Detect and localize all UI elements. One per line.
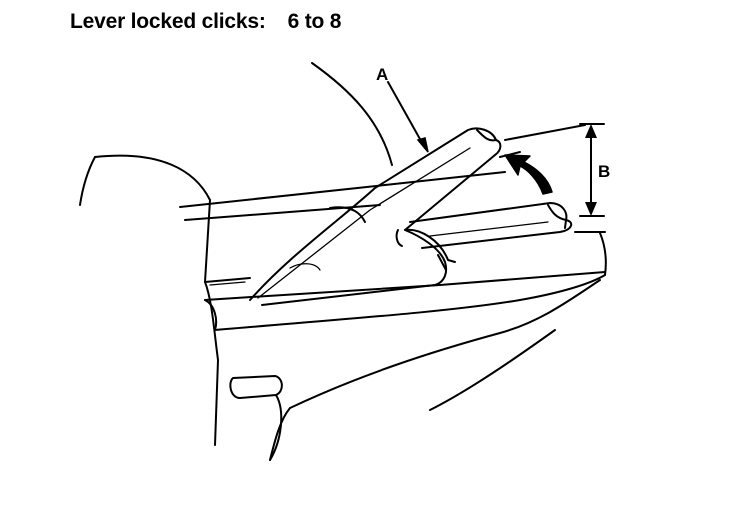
- caption-value: 6 to 8: [287, 10, 342, 33]
- seat-outline: [79, 154, 219, 446]
- raise-direction-arrow: [504, 154, 553, 195]
- callout-b-label: B: [598, 162, 610, 181]
- callout-a: A: [376, 65, 429, 153]
- rear-trim-line: [311, 62, 393, 166]
- lever-raised: [249, 127, 502, 306]
- lever-lowered: [404, 202, 573, 263]
- seat-belt-buckle: [229, 375, 291, 461]
- console-trim: [499, 124, 607, 276]
- caption-label: Lever locked clicks:: [70, 10, 266, 33]
- console-upper-rail: [179, 171, 506, 286]
- spec-caption: Lever locked clicks: 6 to 8: [70, 10, 341, 34]
- dimension-b: B: [579, 123, 610, 217]
- callout-a-label: A: [376, 65, 388, 84]
- console-body: [204, 271, 606, 411]
